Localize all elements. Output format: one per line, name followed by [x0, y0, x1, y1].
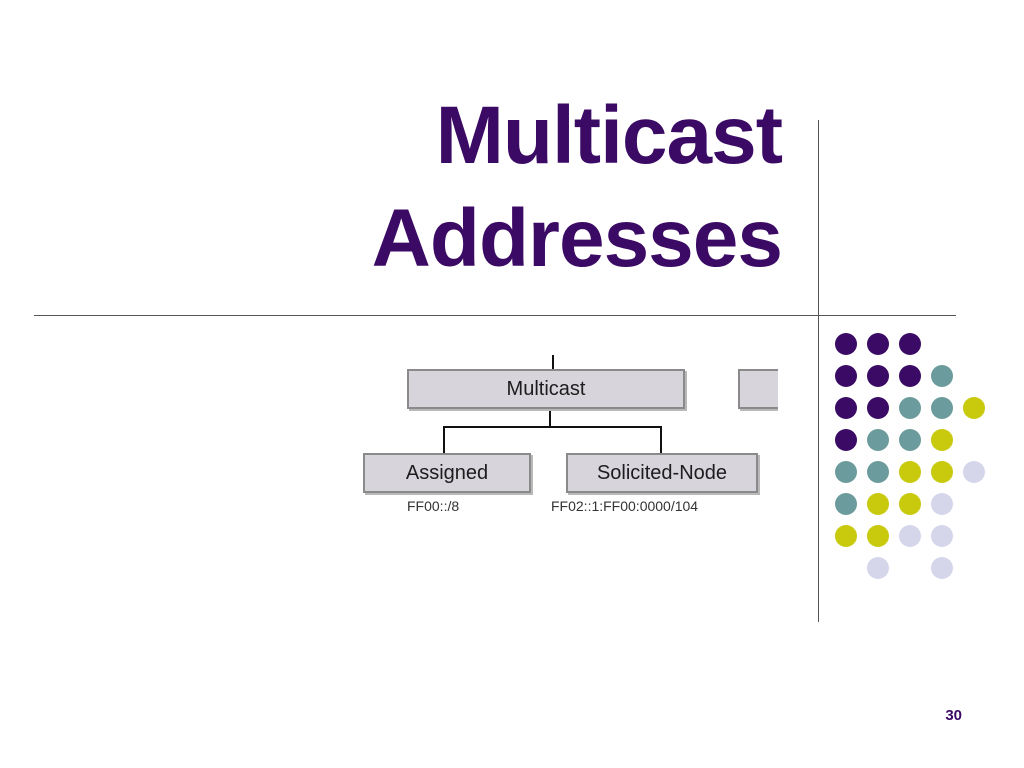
decorative-dot [867, 397, 889, 419]
solicited-node-address: FF02::1:FF00:0000/104 [551, 498, 699, 514]
decorative-dot [931, 429, 953, 451]
decorative-dot [867, 365, 889, 387]
assigned-address: FF00::/8 [407, 498, 460, 514]
multicast-node-label: Multicast [506, 377, 586, 400]
decorative-dot [899, 461, 921, 483]
decorative-dot-grid [835, 333, 995, 583]
decorative-dot [867, 429, 889, 451]
slide-title-line-1: Multicast [435, 90, 783, 181]
decorative-dot [835, 397, 857, 419]
decorative-dot [931, 397, 953, 419]
decorative-dot [899, 429, 921, 451]
multicast-tree-diagram: Multicast Assigned Solicited-Node FF00::… [355, 355, 778, 525]
decorative-dot [899, 365, 921, 387]
decorative-dot [931, 365, 953, 387]
decorative-dot [899, 397, 921, 419]
solicited-node-label: Solicited-Node [596, 461, 728, 484]
multicast-node: Multicast [407, 369, 685, 409]
decorative-dot [963, 397, 985, 419]
decorative-dot [899, 493, 921, 515]
connector-top [552, 355, 554, 369]
decorative-dot [931, 493, 953, 515]
decorative-dot [963, 461, 985, 483]
solicited-node-node: Solicited-Node [566, 453, 758, 493]
decorative-dot [835, 333, 857, 355]
decorative-dot [835, 429, 857, 451]
connector-horizontal [443, 426, 662, 428]
decorative-dot [835, 461, 857, 483]
connector-left-down [443, 426, 445, 453]
decorative-dot [867, 525, 889, 547]
decorative-dot [867, 461, 889, 483]
decorative-dot [867, 333, 889, 355]
sibling-node-partial [738, 369, 778, 409]
connector-right-down [660, 426, 662, 453]
slide-number: 30 [945, 707, 962, 724]
horizontal-divider [34, 315, 956, 316]
slide-title-line-2: Addresses [371, 193, 783, 284]
decorative-dot [931, 461, 953, 483]
decorative-dot [835, 493, 857, 515]
decorative-dot [867, 493, 889, 515]
decorative-dot [835, 365, 857, 387]
decorative-dot [931, 557, 953, 579]
decorative-dot [931, 525, 953, 547]
connector-root-down [549, 408, 551, 428]
assigned-node: Assigned [363, 453, 531, 493]
decorative-dot [899, 333, 921, 355]
decorative-dot [899, 525, 921, 547]
decorative-dot [835, 525, 857, 547]
vertical-divider [818, 120, 819, 622]
assigned-node-label: Assigned [405, 461, 489, 484]
decorative-dot [867, 557, 889, 579]
